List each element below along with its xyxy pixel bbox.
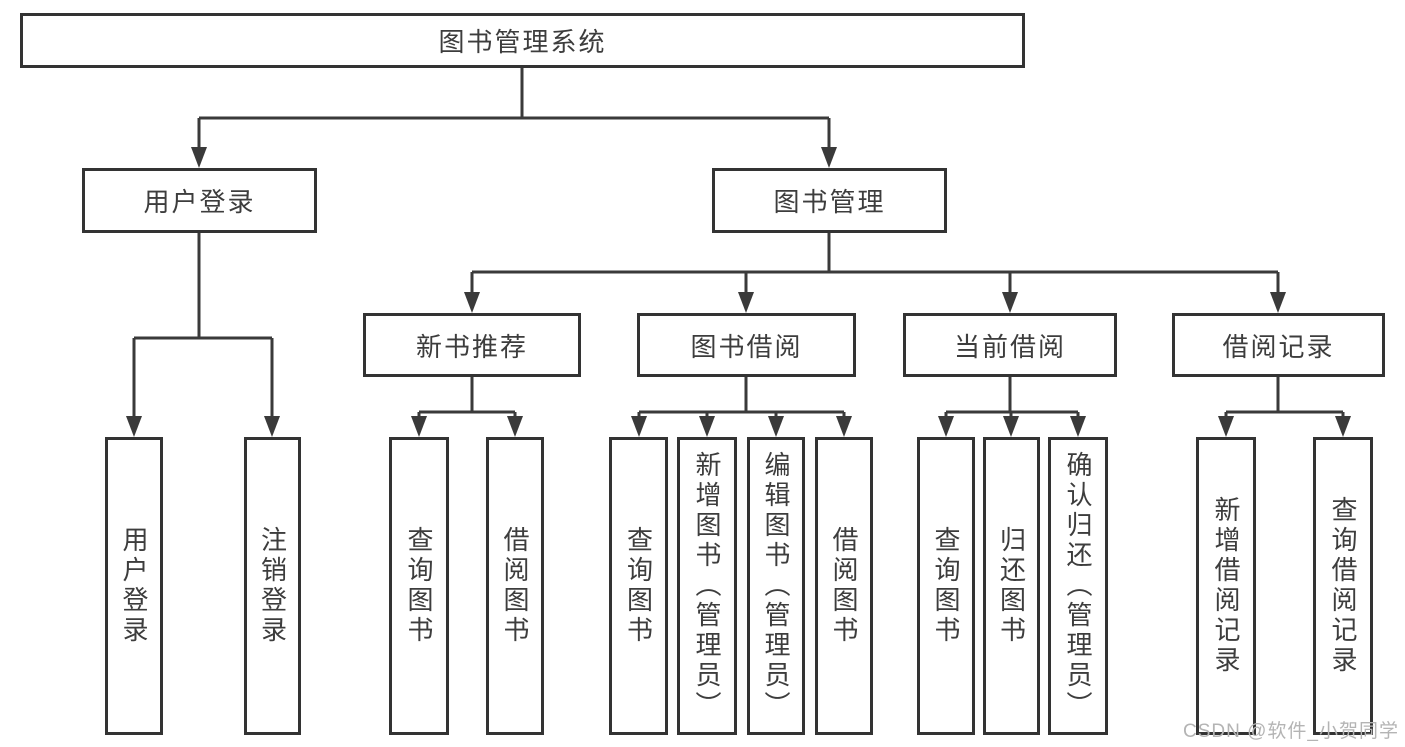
node-borrow-records: 借阅记录 <box>1172 313 1385 377</box>
node-book-borrowing: 图书借阅 <box>637 313 856 377</box>
connector-userlogin-split <box>132 233 274 420</box>
connector-bookmgmt-split <box>470 233 1280 296</box>
connector-newbook-split <box>417 377 517 421</box>
node-library-system: 图书管理系统 <box>20 13 1025 68</box>
csdn-watermark: CSDN @软件_小贺同学 <box>1183 721 1399 742</box>
node-leaf-user-login: 用户登录 <box>105 437 163 735</box>
node-leaf-query-borrow-record: 查询借阅记录 <box>1313 437 1373 735</box>
node-current-borrowing: 当前借阅 <box>903 313 1117 377</box>
node-user-login: 用户登录 <box>82 168 317 233</box>
node-leaf-add-books-admin: 新增图书（管理员） <box>677 437 737 735</box>
node-leaf-query-books-1: 查询图书 <box>389 437 449 735</box>
node-leaf-return-books: 归还图书 <box>983 437 1040 735</box>
node-book-management: 图书管理 <box>712 168 947 233</box>
node-leaf-confirm-return-admin: 确认归还（管理员） <box>1048 437 1108 735</box>
connector-borrowing-split <box>637 377 846 421</box>
node-new-book-recommend: 新书推荐 <box>363 313 581 377</box>
connector-current-split <box>944 377 1080 421</box>
connector-records-split <box>1224 377 1345 421</box>
node-leaf-query-books-2: 查询图书 <box>609 437 668 735</box>
connector-root-split <box>197 68 831 150</box>
node-leaf-query-books-3: 查询图书 <box>917 437 975 735</box>
node-leaf-add-borrow-record: 新增借阅记录 <box>1196 437 1256 735</box>
node-leaf-logout: 注销登录 <box>244 437 301 735</box>
node-leaf-borrow-books-2: 借阅图书 <box>815 437 873 735</box>
node-leaf-borrow-books-1: 借阅图书 <box>486 437 544 735</box>
node-leaf-edit-books-admin: 编辑图书（管理员） <box>747 437 805 735</box>
